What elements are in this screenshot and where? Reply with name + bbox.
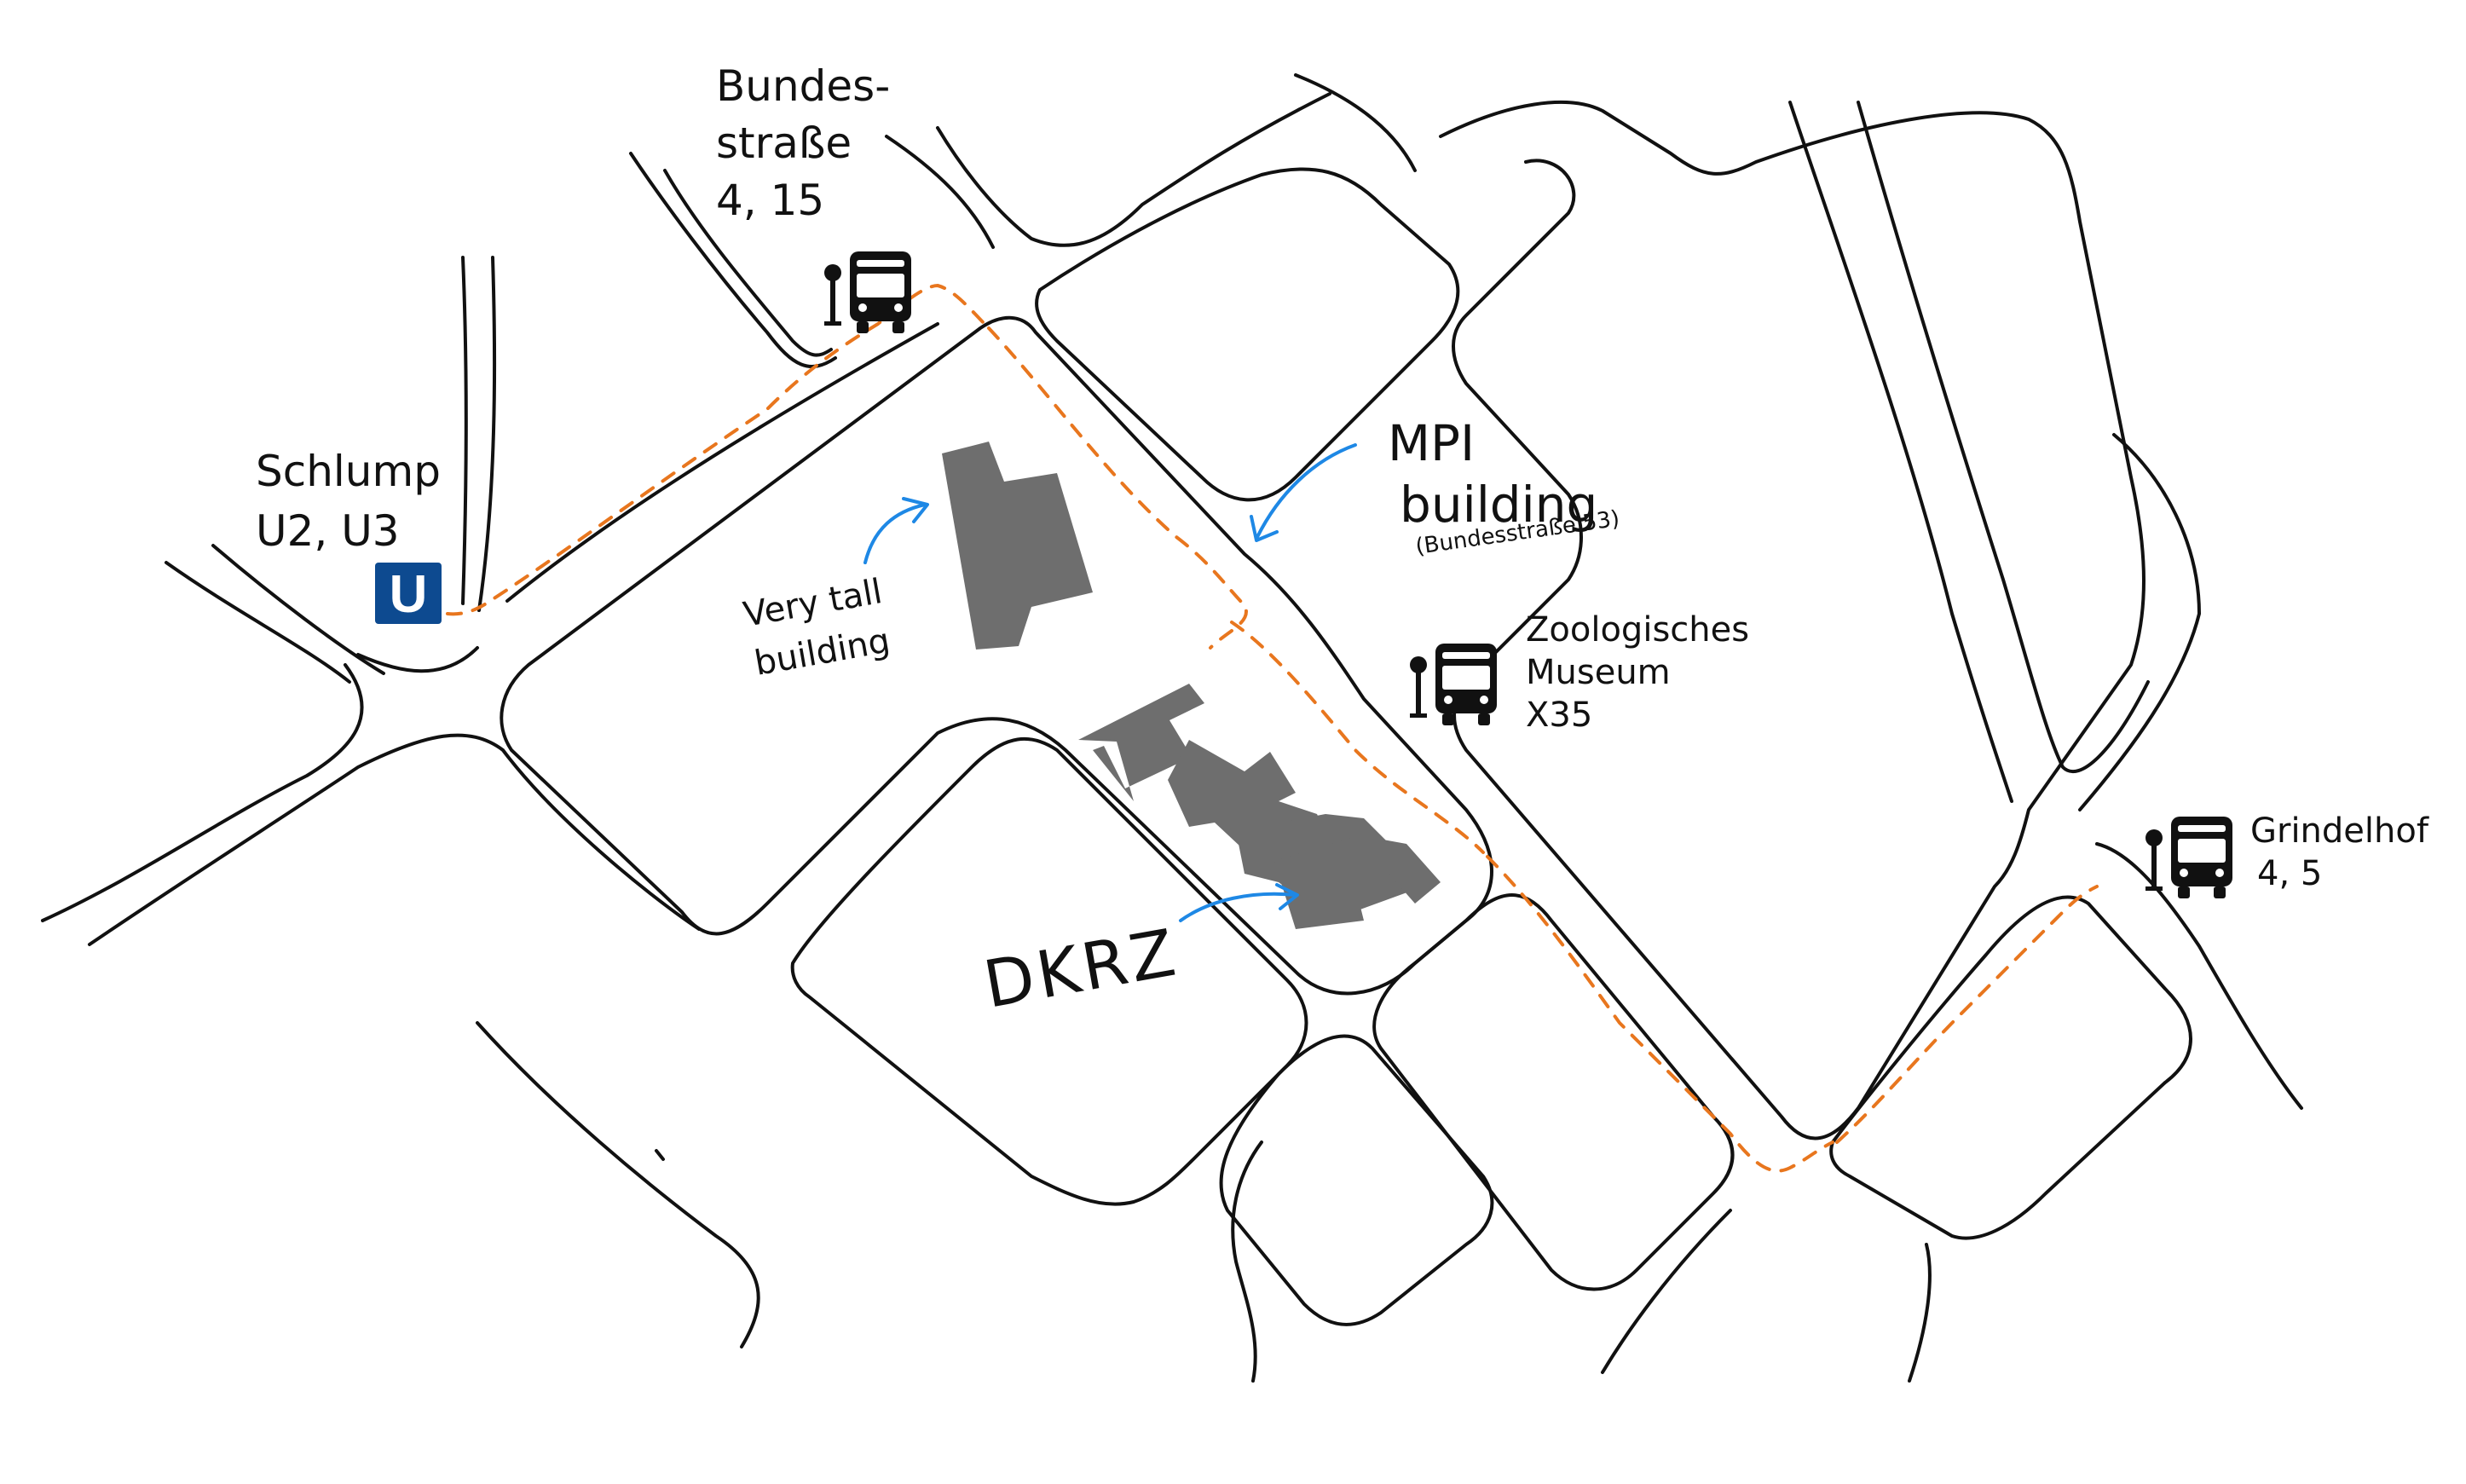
street-bundes-north xyxy=(936,92,1331,247)
street-grindel-east xyxy=(1857,101,2150,773)
block-bottom-right xyxy=(1829,895,2192,1240)
building-campus-arm xyxy=(1078,684,1204,801)
street-grindel-west xyxy=(1788,101,2013,803)
street-left-diag-lower2 xyxy=(41,663,364,922)
label-grindel-line2: 4, 5 xyxy=(2257,854,2322,893)
walking-routes xyxy=(446,284,2099,1173)
street-tick xyxy=(655,1149,665,1161)
buildings xyxy=(942,442,1441,929)
label-tall-line2: building xyxy=(752,621,893,684)
ubahn-icon-bg xyxy=(375,563,442,624)
arrow-tall-building-head xyxy=(902,497,929,523)
street-network xyxy=(41,73,2303,1383)
label-bundes-line3: 4, 15 xyxy=(716,176,824,225)
arrow-dkrz-head xyxy=(1275,883,1299,910)
label-dkrz: DKRZ xyxy=(979,914,1184,1022)
label-zoo-line1: Zoologisches xyxy=(1526,610,1749,650)
label-mpi-line2: building xyxy=(1400,476,1597,534)
building-very-tall xyxy=(942,442,1093,650)
route-south-to-grindel xyxy=(1835,885,2099,1144)
street-bundes-west xyxy=(885,135,995,249)
label-zoo-line3: X35 xyxy=(1526,696,1592,735)
block-campus-edge xyxy=(500,315,1493,996)
arrow-tall-building xyxy=(863,503,927,564)
street-bottom-mid2 xyxy=(1601,1209,1732,1374)
block-upper-middle xyxy=(1035,167,1460,502)
street-left-south xyxy=(88,733,701,946)
label-zoo-line2: Museum xyxy=(1526,653,1671,692)
ubahn-icon: U xyxy=(375,563,442,624)
block-south-left xyxy=(790,736,1308,1206)
street-left-diag-upper xyxy=(165,561,351,684)
label-schlump-line1: Schlump xyxy=(256,447,441,496)
block-upper-left-edge2 xyxy=(663,169,833,357)
street-bundes-north2 xyxy=(1294,73,1417,172)
street-left-corner xyxy=(356,646,479,673)
street-schlump-east-edge xyxy=(477,256,497,612)
street-right-curve xyxy=(2078,433,2201,811)
block-upper-left-edge xyxy=(629,152,837,368)
bus-stop-icon xyxy=(1410,644,1497,725)
block-upper-mid-edge xyxy=(505,322,939,603)
block-south-midright xyxy=(1372,893,1735,1291)
route-bundes-to-campus xyxy=(987,326,1248,650)
label-bundes-line2: straße xyxy=(716,118,852,168)
building-dkrz-south xyxy=(1274,835,1441,929)
label-mpi-line1: MPI xyxy=(1388,414,1475,472)
street-left-diag-lower xyxy=(211,544,385,675)
arrow-dkrz xyxy=(1179,892,1297,922)
route-museum-to-south xyxy=(1486,855,1834,1173)
block-right-large xyxy=(1439,101,2145,1140)
block-south-mid xyxy=(1219,1034,1494,1326)
street-bottom-mid xyxy=(1231,1140,1263,1383)
route-campus-to-museum xyxy=(1230,621,1485,854)
arrow-mpi xyxy=(1256,443,1357,539)
street-schlump-west-edge xyxy=(461,256,468,605)
street-right-south xyxy=(2095,842,2303,1110)
bus-stop-icon xyxy=(824,251,911,333)
label-bundes-line1: Bundes- xyxy=(716,61,890,111)
ubahn-icon-letter: U xyxy=(390,565,428,624)
bus-stop-icon xyxy=(2145,817,2232,898)
route-schlump-to-bundes xyxy=(446,284,990,616)
arrow-mpi-head xyxy=(1250,515,1279,542)
map-labels: Bundes- straße 4, 15 Schlump U2, U3 MPI … xyxy=(256,61,2429,1023)
label-grindel-line1: Grindelhof xyxy=(2250,811,2429,851)
street-bottom-left xyxy=(476,1021,760,1348)
label-schlump-line2: U2, U3 xyxy=(256,506,400,556)
pointer-arrows xyxy=(863,443,1357,922)
street-bottom-right xyxy=(1908,1243,1932,1383)
